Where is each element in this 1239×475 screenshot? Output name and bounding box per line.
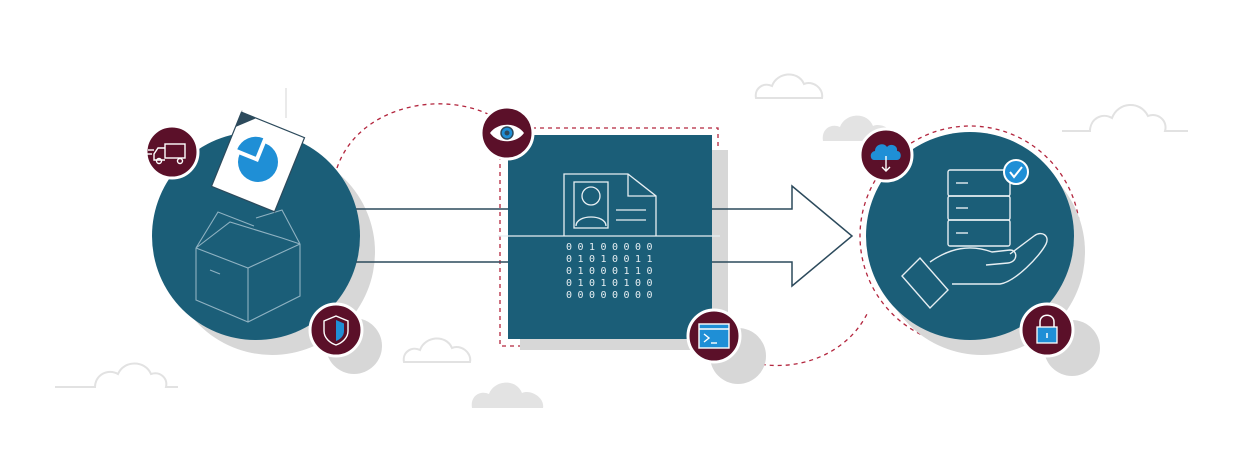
flow-arrow-icon (712, 184, 854, 288)
binary-digit: 0 (612, 242, 618, 253)
connector-lines (356, 208, 720, 263)
binary-digit: 0 (601, 290, 607, 301)
binary-digit: 1 (647, 254, 653, 265)
binary-digit: 0 (612, 266, 618, 277)
hand-holding-server-icon (901, 169, 1048, 310)
binary-digit: 0 (601, 242, 607, 253)
cloud-outline-icon (754, 73, 824, 99)
binary-digit: 1 (578, 278, 584, 289)
badge-delivery-truck (144, 124, 200, 180)
open-box-icon (195, 209, 301, 323)
binary-digit: 0 (647, 278, 653, 289)
binary-digit: 0 (589, 278, 595, 289)
badge-padlock (1019, 302, 1075, 358)
binary-digit: 0 (566, 242, 572, 253)
binary-digit: 0 (566, 254, 572, 265)
cloud-icon (471, 382, 544, 408)
binary-digit: 0 (624, 242, 630, 253)
identity-document-icon (563, 173, 657, 236)
binary-digit: 0 (566, 266, 572, 277)
cloud-download-icon (870, 144, 901, 172)
dashed-arc-left (336, 103, 511, 169)
badge-shield (308, 302, 364, 358)
collect-stage-circle (152, 132, 360, 340)
binary-digit: 1 (624, 266, 630, 277)
binary-digit: 1 (601, 254, 607, 265)
binary-digit: 0 (578, 242, 584, 253)
binary-digit: 0 (635, 278, 641, 289)
binary-digit: 1 (589, 242, 595, 253)
binary-digit: 0 (612, 254, 618, 265)
binary-digit: 0 (566, 278, 572, 289)
padlock-icon (1036, 314, 1058, 344)
binary-digit: 1 (635, 266, 641, 277)
binary-digit: 1 (601, 278, 607, 289)
shield-icon (323, 315, 349, 346)
binary-digit: 0 (589, 290, 595, 301)
eye-icon (490, 124, 524, 142)
binary-digit: 0 (647, 266, 653, 277)
binary-digit: 0 (647, 290, 653, 301)
cloud-outline-icon (402, 337, 472, 363)
cloud-outline-icon (1062, 104, 1188, 132)
binary-digit: 0 (647, 242, 653, 253)
process-stage-square (508, 135, 712, 339)
cloud-outline-icon (55, 362, 178, 388)
binary-digit: 0 (566, 290, 572, 301)
pie-chart-document-icon (210, 88, 306, 213)
binary-digit: 0 (589, 254, 595, 265)
binary-digit: 0 (624, 254, 630, 265)
binary-digit: 0 (578, 290, 584, 301)
binary-digit: 0 (601, 266, 607, 277)
binary-digit: 1 (624, 278, 630, 289)
binary-digit: 1 (578, 266, 584, 277)
binary-digit: 0 (589, 266, 595, 277)
badge-terminal (686, 308, 742, 364)
terminal-window-icon (698, 323, 730, 349)
deliver-stage-circle (866, 132, 1074, 340)
check-badge-icon (1003, 159, 1029, 185)
binary-digit: 1 (578, 254, 584, 265)
delivery-truck-icon (146, 143, 186, 165)
binary-digit: 0 (635, 290, 641, 301)
binary-digit: 0 (635, 242, 641, 253)
binary-digit: 0 (612, 290, 618, 301)
badge-cloud-download (858, 127, 914, 183)
badge-eye (479, 105, 535, 161)
binary-digit: 0 (612, 278, 618, 289)
binary-digit: 0 (624, 290, 630, 301)
binary-digit: 1 (635, 254, 641, 265)
